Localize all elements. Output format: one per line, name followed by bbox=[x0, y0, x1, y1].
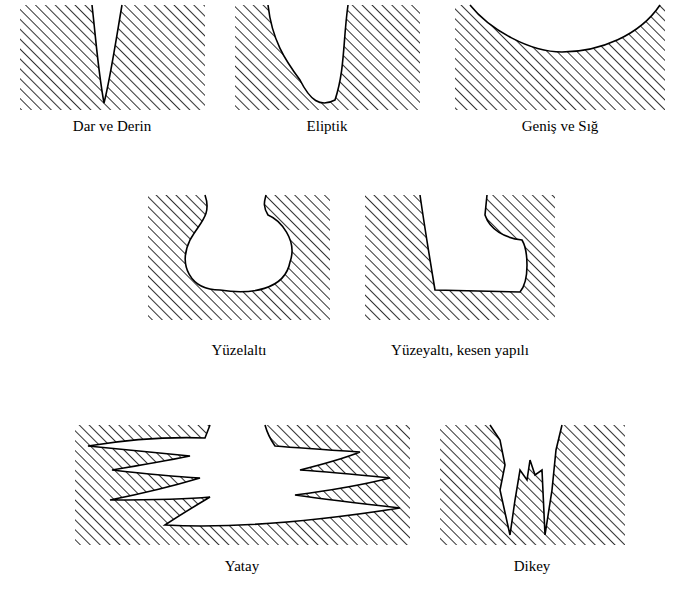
pit-type-label: Yüzelaltı bbox=[210, 342, 269, 359]
pit-type-label: Eliptik bbox=[305, 118, 350, 135]
subsurface-pit bbox=[148, 195, 330, 320]
pit-type-label: Dar ve Derin bbox=[71, 118, 153, 135]
horizontal-pit bbox=[75, 425, 410, 545]
undercutting-pit bbox=[365, 195, 555, 320]
pit-type-label: Yatay bbox=[223, 558, 261, 575]
pit-type-label: Yüzeyaltı, kesen yapılı bbox=[389, 342, 531, 359]
pit-type-label: Geniş ve Sığ bbox=[520, 118, 601, 135]
narrow-deep-pit bbox=[20, 5, 205, 110]
elliptic-pit bbox=[235, 5, 420, 110]
pit-type-label: Dikey bbox=[512, 558, 553, 575]
wide-shallow-pit bbox=[455, 5, 665, 110]
vertical-pit bbox=[440, 425, 625, 545]
